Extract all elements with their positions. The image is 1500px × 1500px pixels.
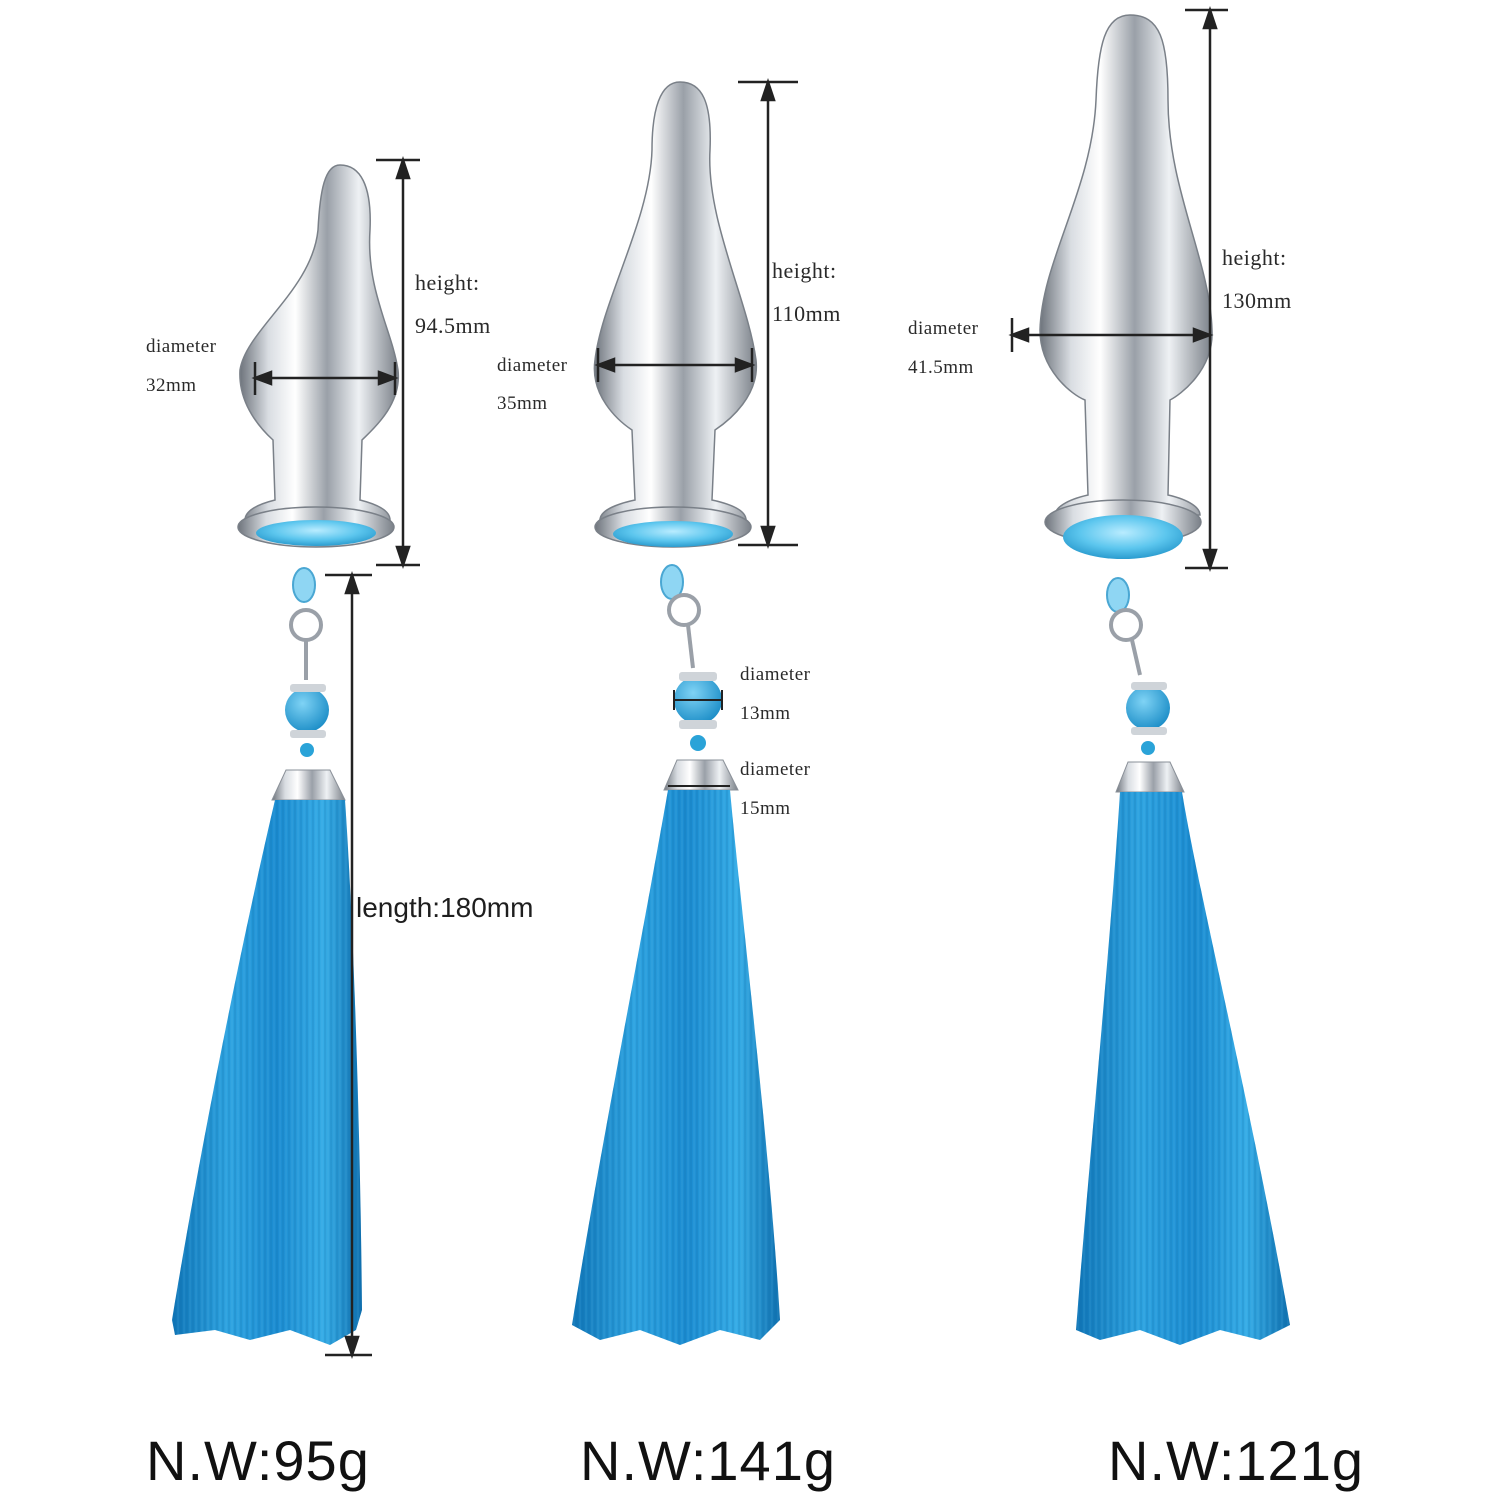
cap-diameter-value: 15mm (740, 798, 791, 819)
gem-small (256, 520, 376, 546)
gem-large (1063, 515, 1183, 559)
gem-medium (613, 521, 733, 547)
diameter-value-large: 41.5mm (908, 357, 974, 378)
diameter-value-medium: 35mm (497, 393, 548, 414)
crystal-drop-small (292, 567, 316, 603)
net-weight-small: N.W:95g (146, 1429, 370, 1492)
ring-small (289, 608, 323, 642)
bead-small (285, 688, 329, 732)
ring-large (1109, 608, 1143, 642)
crystal-drop-large (1106, 577, 1130, 613)
plug-body-medium (593, 81, 757, 521)
diameter-label-medium: diameter (497, 355, 568, 376)
dimension-lines-medium (594, 78, 798, 787)
height-value-small: 94.5mm (415, 313, 491, 338)
dimension-lines-large (1008, 6, 1228, 572)
net-weight-large: N.W:121g (1108, 1429, 1364, 1492)
product-small (172, 164, 399, 1345)
height-label-small: height: (415, 270, 480, 295)
bead-diameter-label: diameter (740, 664, 811, 685)
height-value-large: 130mm (1222, 288, 1292, 313)
product-large (1039, 14, 1290, 1345)
plug-body-small (239, 164, 399, 521)
bead-diameter-value: 13mm (740, 703, 791, 724)
bead-large (1126, 686, 1170, 730)
height-label-large: height: (1222, 245, 1287, 270)
height-value-medium: 110mm (772, 301, 841, 326)
diameter-value-small: 32mm (146, 375, 197, 396)
tassel-cap-medium (663, 759, 739, 791)
cap-diameter-label: diameter (740, 759, 811, 780)
net-weight-medium: N.W:141g (580, 1429, 836, 1492)
tassel-cap-small (271, 769, 346, 801)
ring-medium (667, 593, 701, 627)
tassel-cap-large (1115, 761, 1185, 793)
tassel-length-label: length:180mm (356, 892, 534, 923)
plug-body-large (1039, 14, 1213, 516)
product-medium (572, 81, 780, 1345)
diameter-label-small: diameter (146, 336, 217, 357)
diameter-label-large: diameter (908, 318, 979, 339)
height-label-medium: height: (772, 258, 837, 283)
dimension-lines-small (251, 156, 420, 1359)
